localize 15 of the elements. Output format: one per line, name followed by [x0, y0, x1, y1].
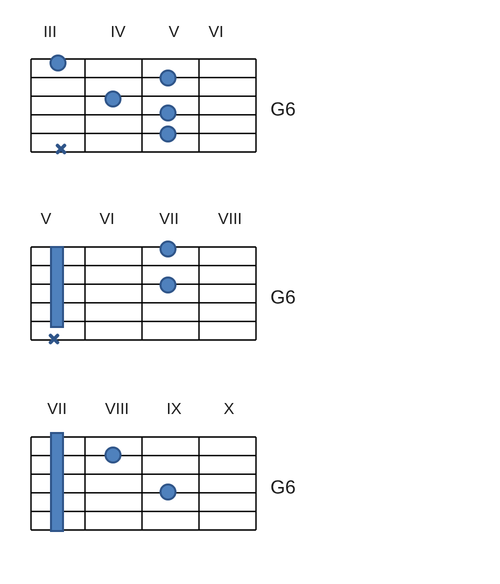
fret-number: IX	[166, 402, 182, 418]
chord-name: G6	[270, 288, 296, 308]
fret-number: VIII	[105, 402, 129, 418]
fret-number: III	[43, 25, 57, 41]
fret-number: VII	[47, 402, 67, 418]
fret-number: V	[168, 25, 180, 41]
fret-number: VII	[159, 212, 179, 228]
fret-number: VIII	[218, 212, 242, 228]
fret-number: VI	[99, 212, 115, 228]
chord-name: G6	[270, 478, 296, 498]
fret-number: V	[40, 212, 52, 228]
fret-number: X	[224, 402, 234, 418]
chord-name: G6	[270, 100, 296, 120]
fret-number: VI	[208, 25, 224, 41]
fret-number: IV	[110, 25, 126, 41]
